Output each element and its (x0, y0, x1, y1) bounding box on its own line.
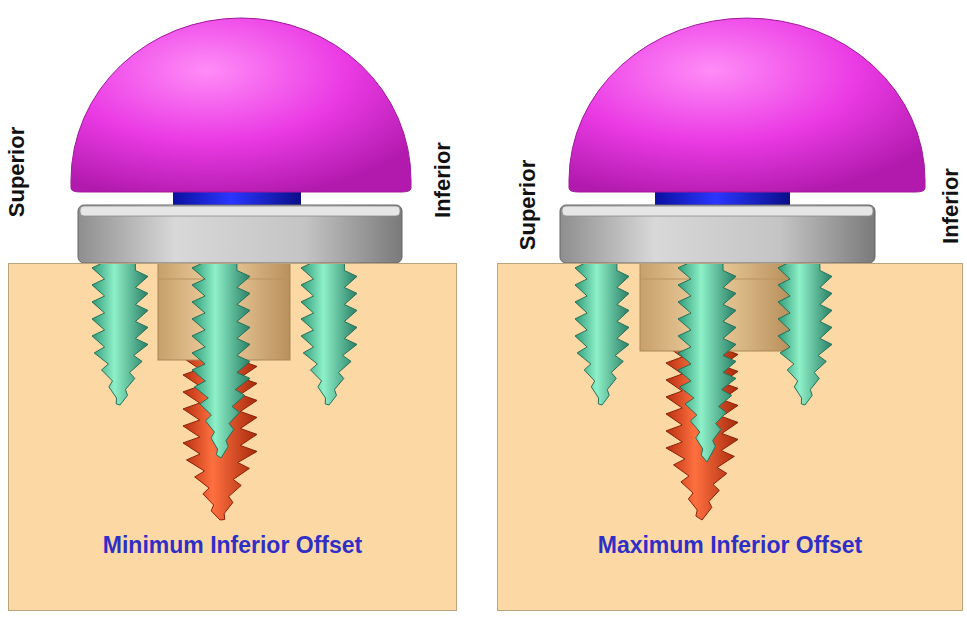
implant-panel (497, 18, 963, 611)
orientation-label: Superior (6, 127, 28, 217)
peripheral-screw (575, 262, 629, 405)
peripheral-screw (778, 262, 832, 405)
bone-block (497, 263, 963, 611)
glenosphere (569, 18, 925, 192)
peripheral-screw (92, 262, 148, 405)
baseplate (78, 205, 402, 263)
orientation-label: Inferior (940, 168, 962, 244)
offset-caption: Minimum Inferior Offset (9, 532, 456, 559)
peripheral-screw (678, 262, 736, 462)
bone-block-region: Minimum Inferior Offset (8, 263, 457, 611)
peripheral-screw (192, 262, 250, 458)
baseplate-rim (80, 206, 400, 216)
offset-caption: Maximum Inferior Offset (498, 532, 962, 559)
peripheral-screw (301, 262, 357, 405)
baseplate (560, 205, 875, 263)
orientation-label: Inferior (432, 142, 454, 218)
glenosphere (71, 18, 411, 192)
implant-panel (8, 18, 457, 611)
baseplate-rim (562, 206, 873, 216)
orientation-label: Superior (517, 160, 539, 250)
bone-block-region: Maximum Inferior Offset (497, 263, 963, 611)
bone-block (8, 263, 457, 611)
